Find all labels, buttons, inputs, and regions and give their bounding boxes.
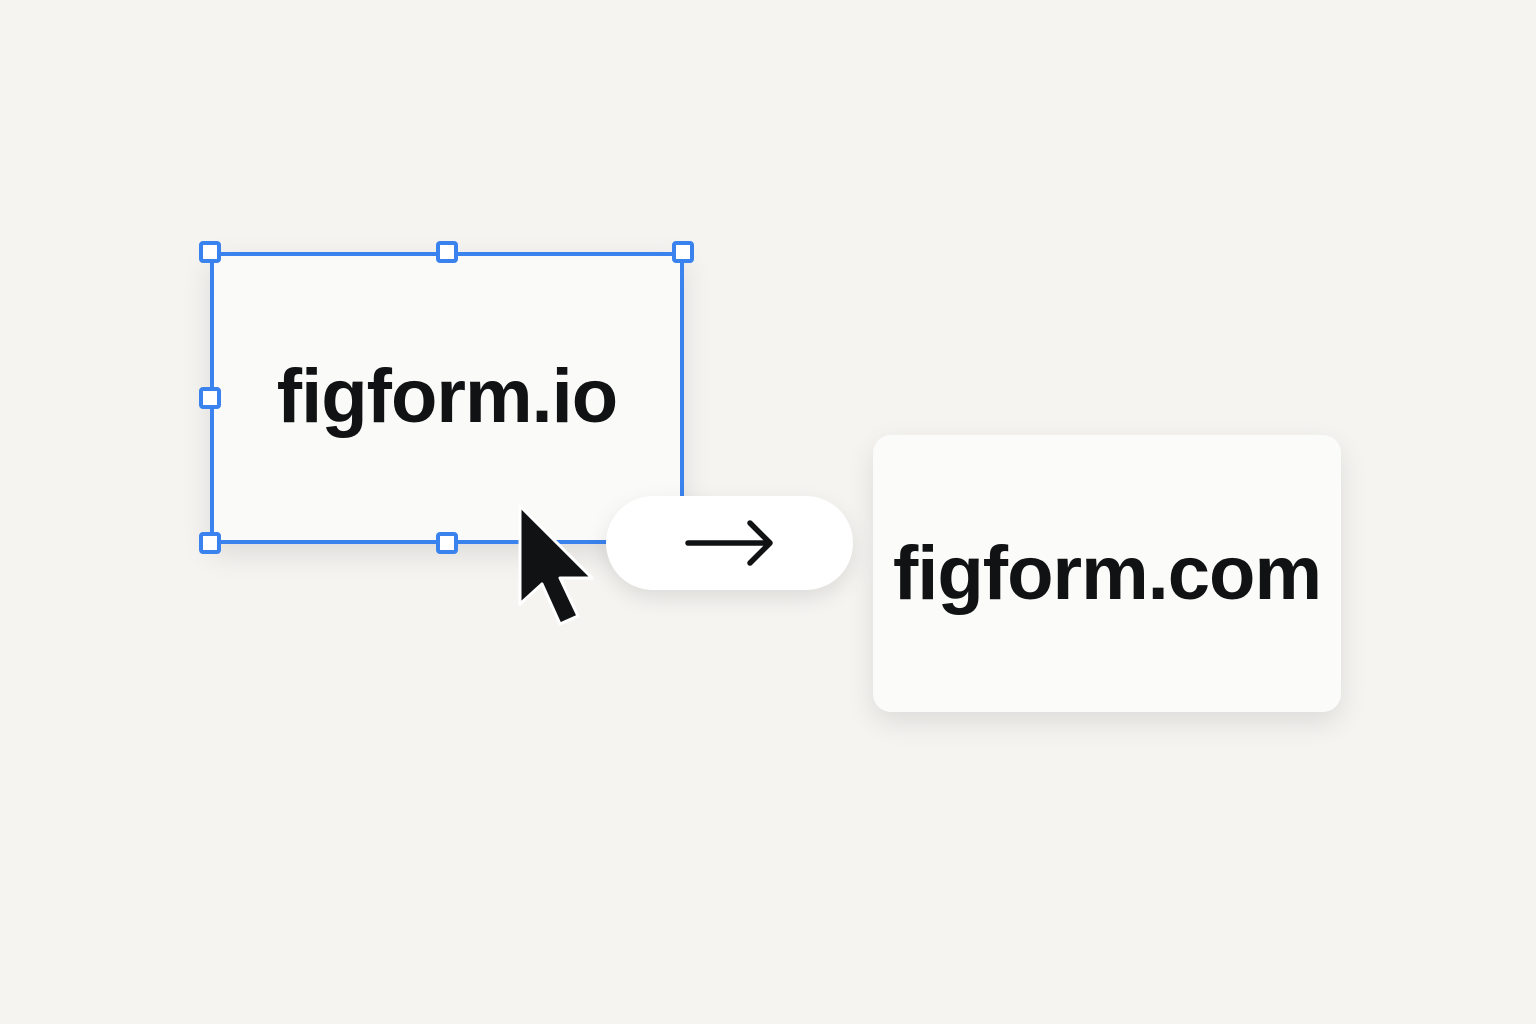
resize-handle-top-right[interactable] [672, 241, 694, 263]
resize-handle-middle-left[interactable] [199, 387, 221, 409]
pointer-cursor-icon [518, 504, 594, 626]
target-domain-card: figform.com [873, 435, 1341, 712]
convert-arrow-button[interactable] [606, 496, 853, 590]
resize-handle-top-left[interactable] [199, 241, 221, 263]
resize-handle-top-center[interactable] [436, 241, 458, 263]
source-domain-text: figform.io [276, 353, 618, 439]
target-domain-text: figform.com [892, 531, 1322, 616]
resize-handle-bottom-left[interactable] [199, 532, 221, 554]
resize-handle-bottom-center[interactable] [436, 532, 458, 554]
selected-text-frame[interactable]: figform.io [210, 252, 684, 544]
arrow-right-icon [684, 520, 773, 566]
